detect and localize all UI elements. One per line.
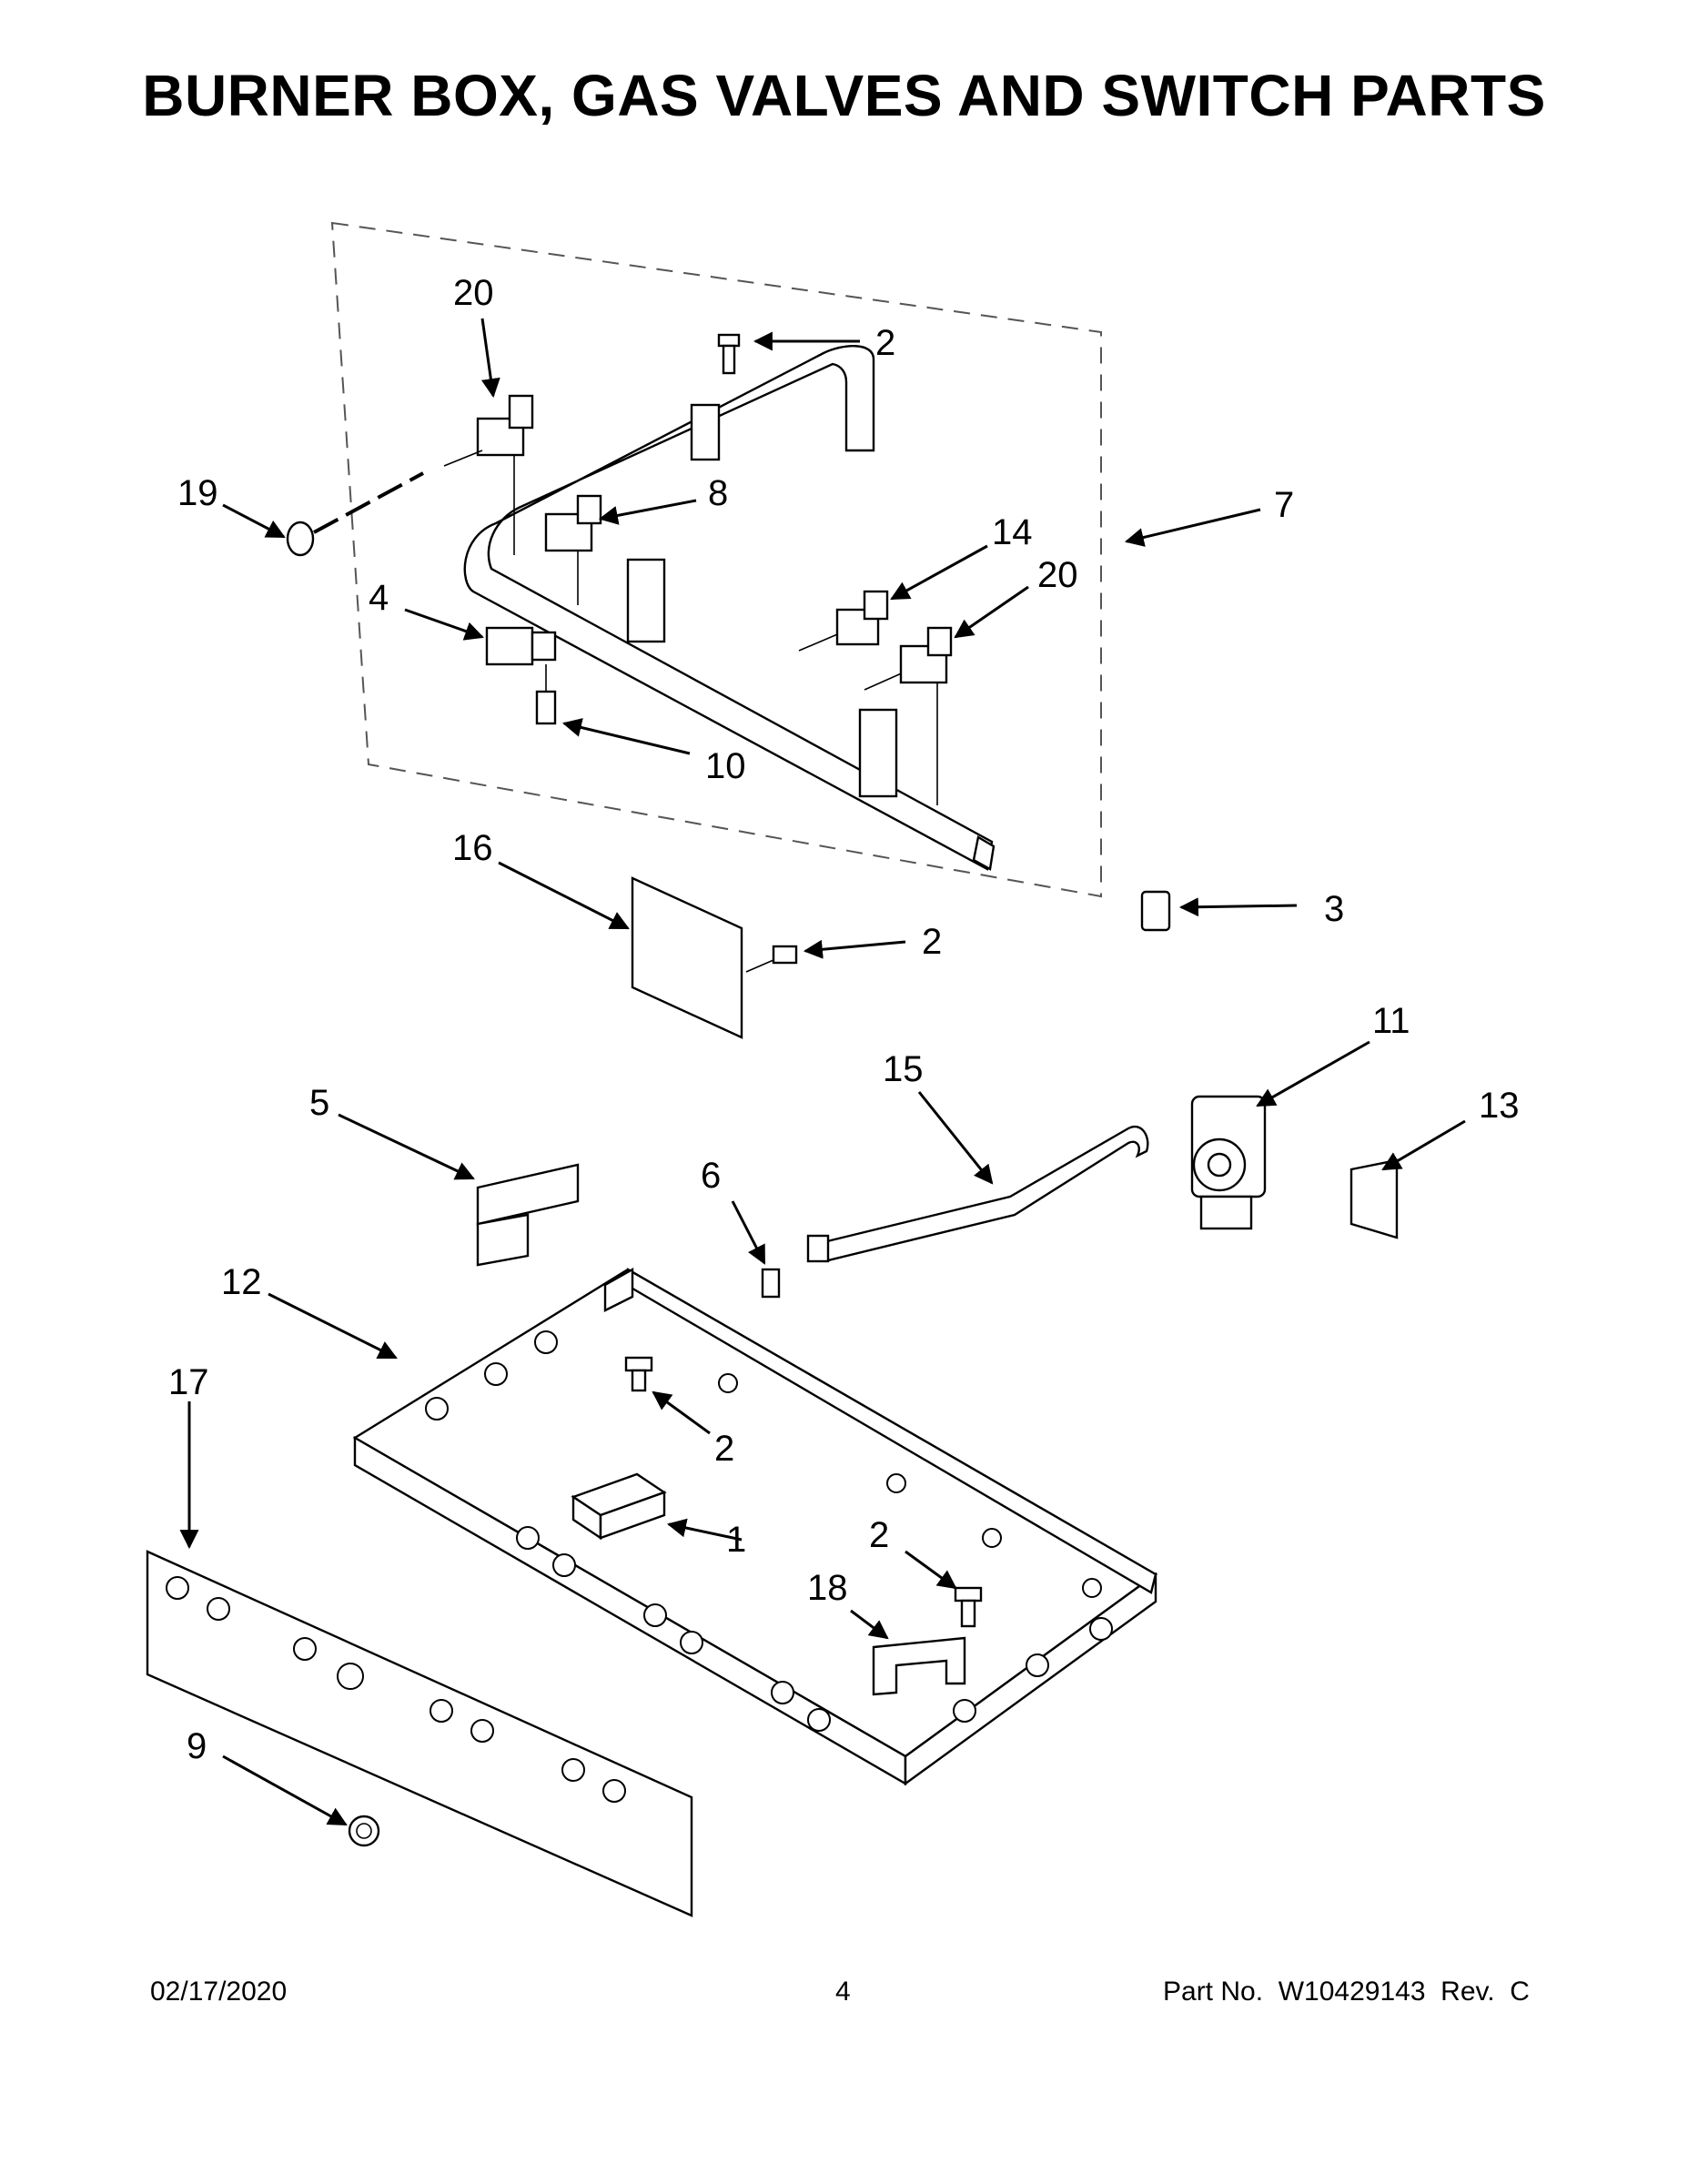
footer-page-number: 4: [835, 1977, 851, 2007]
callout-20-top: 20: [453, 273, 494, 313]
bracket-5: [476, 1163, 580, 1267]
spark-module: [571, 1472, 667, 1541]
callout-4: 4: [369, 578, 389, 618]
callout-11: 11: [1372, 1001, 1410, 1041]
screw-top: [717, 333, 741, 375]
knob-seal: [286, 521, 315, 557]
pipe-nut: [806, 1234, 830, 1263]
callout-3: 3: [1324, 889, 1344, 929]
cover-plate: [631, 876, 743, 1039]
gas-valve-8: [544, 494, 602, 605]
callout-19: 19: [177, 473, 218, 513]
callout-18: 18: [807, 1568, 848, 1608]
assembly-boundary: [330, 221, 1102, 898]
callout-2-box: 2: [714, 1429, 734, 1469]
burner-box: [352, 1267, 1158, 1786]
manifold-pipe: [463, 345, 996, 871]
callout-20-right: 20: [1037, 555, 1078, 595]
callout-2-lower: 2: [869, 1515, 889, 1555]
callout-2-cover: 2: [922, 922, 942, 962]
callout-9: 9: [187, 1726, 207, 1766]
callout-14: 14: [992, 512, 1033, 552]
leader-lines: [179, 318, 1466, 1826]
footer-date: 02/17/2020: [150, 1977, 288, 2007]
callout-2-top: 2: [875, 323, 895, 363]
gas-valve-14: [798, 590, 889, 652]
valve-bracket-right: [858, 708, 898, 798]
screw-lower: [954, 1586, 983, 1628]
knob-bezel: [348, 1815, 380, 1847]
callout-8: 8: [708, 473, 728, 513]
gas-valve-top-left: [443, 394, 534, 555]
callout-7: 7: [1274, 485, 1294, 525]
orifice: [761, 1268, 781, 1299]
callout-15: 15: [883, 1049, 924, 1089]
valve-bracket-top: [690, 403, 721, 461]
callout-16: 16: [452, 828, 493, 868]
screw-box: [624, 1356, 653, 1392]
callout-1: 1: [726, 1520, 746, 1560]
switch-bracket: [485, 626, 557, 666]
callout-12: 12: [221, 1262, 262, 1302]
bracket-18: [872, 1636, 966, 1696]
front-panel-strip: [146, 1550, 693, 1917]
fitting: [1140, 890, 1171, 932]
gas-pipe: [822, 1125, 1149, 1262]
valve-bracket-left: [626, 558, 666, 643]
regulator-bracket: [1349, 1158, 1399, 1239]
callout-17: 17: [168, 1362, 209, 1402]
screw-cover: [745, 945, 798, 973]
page-title: BURNER BOX, GAS VALVES AND SWITCH PARTS: [142, 63, 1546, 128]
pressure-regulator: [1190, 1095, 1267, 1230]
footer-part-number: Part No. W10429143 Rev. C: [1163, 1977, 1530, 2007]
callout-5: 5: [309, 1083, 329, 1123]
callout-13: 13: [1479, 1086, 1520, 1126]
callout-10: 10: [705, 746, 746, 786]
callout-6: 6: [701, 1156, 721, 1196]
gas-valve-right-20: [864, 626, 953, 805]
screw-10: [535, 664, 557, 725]
